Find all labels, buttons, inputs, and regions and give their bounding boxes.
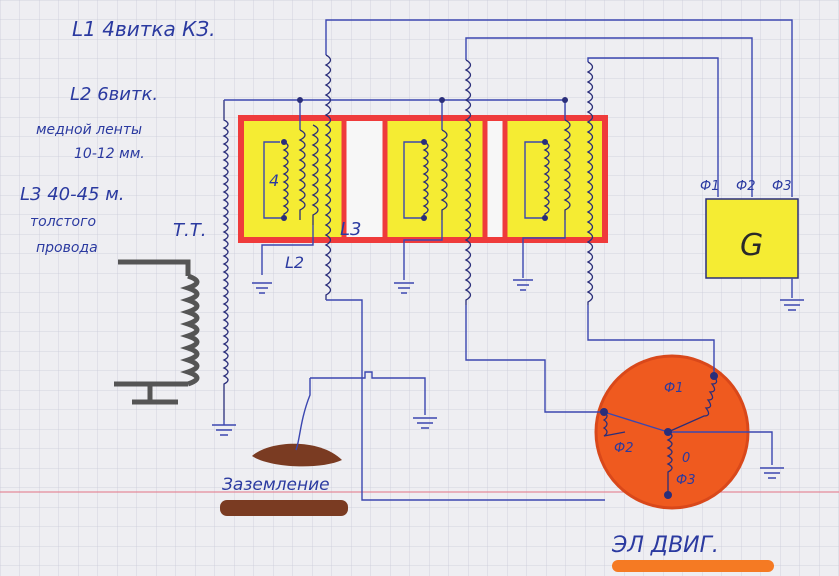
label-phase3: Ф3	[772, 179, 791, 194]
phase-coils	[324, 19, 793, 501]
core-gap-1	[344, 121, 385, 237]
label-l3: L3	[340, 219, 361, 240]
label-generator: G	[740, 228, 763, 263]
ground-lead	[295, 378, 311, 451]
motor-underline	[612, 560, 774, 572]
label-phase2: Ф2	[736, 179, 755, 194]
core-section-3	[505, 121, 602, 237]
core-section-1	[244, 121, 344, 237]
l3-winding-left	[222, 100, 229, 420]
transformer-cores	[238, 115, 608, 243]
tt-coil	[114, 259, 200, 405]
label-motor-phase2: Ф2	[614, 441, 633, 456]
label-core-one: 4	[269, 171, 279, 190]
note-l2-line2: медной ленты	[36, 122, 142, 138]
note-l3-line3: провода	[36, 240, 98, 256]
ground-blob	[252, 443, 342, 467]
core1-windings	[261, 97, 319, 275]
label-phase1: Ф1	[700, 179, 719, 194]
core3-windings	[522, 97, 571, 278]
ground-bar	[220, 500, 348, 516]
label-motor: ЭЛ ДВИГ.	[611, 533, 719, 558]
label-motor-phase1: Ф1	[664, 381, 683, 396]
note-l2-line3: 10-12 мм.	[74, 146, 145, 162]
label-ground: Заземление	[222, 475, 330, 495]
core2-windings	[403, 97, 448, 280]
label-tt: Т.Т.	[173, 220, 206, 241]
note-l3-line1: L3 40-45 м.	[20, 184, 125, 205]
note-l3-line2: толстого	[30, 214, 96, 230]
core-section-2	[385, 121, 485, 237]
label-motor-zero: 0	[682, 451, 690, 466]
generator-box	[705, 198, 799, 279]
core-gap-2	[485, 121, 505, 237]
label-l2: L2	[285, 253, 304, 272]
note-l2-line1: L2 6витк.	[70, 84, 158, 105]
ground-bus	[310, 371, 426, 415]
note-l1: L1 4витка КЗ.	[72, 17, 215, 41]
ground-symbol	[212, 279, 804, 479]
label-motor-phase3: Ф3	[676, 473, 695, 488]
motor-windings	[600, 372, 773, 499]
